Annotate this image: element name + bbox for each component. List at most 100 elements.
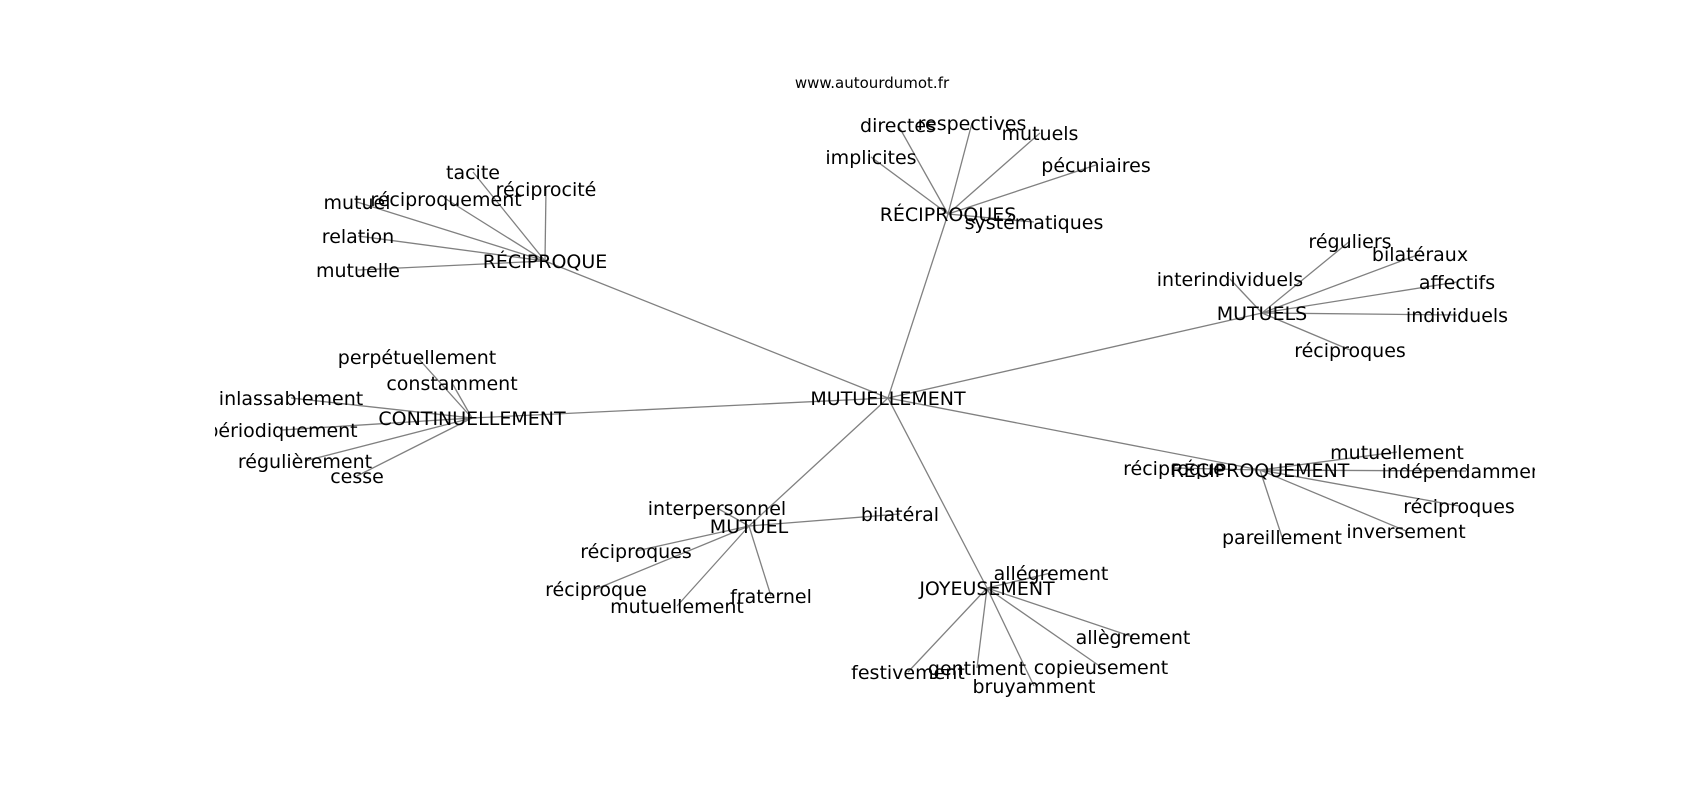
edge-hub-to-leaf: [748, 525, 772, 597]
edge-hub-to-leaf: [947, 213, 1035, 223]
edge-hub-to-leaf: [1259, 451, 1398, 471]
edge-hub-to-leaf: [716, 507, 750, 527]
edge-hub-to-leaf: [472, 171, 546, 262]
hub-node-label: RÉCIPROQUE: [483, 250, 608, 273]
leaf-node-label: relation: [322, 226, 394, 248]
leaf-node-label: festivement: [851, 662, 965, 684]
leaf-node-label: périodiquement: [206, 420, 357, 442]
edge-hub-to-leaf: [1259, 469, 1467, 472]
edge-hub-to-leaf: [947, 164, 1097, 215]
leaf-node-label: indépendamment: [1382, 461, 1551, 483]
edge-hub-to-leaf: [947, 122, 973, 215]
leaf-node-label: réciproquement: [370, 189, 521, 211]
edge-hub-to-leaf: [1173, 467, 1261, 471]
edge-hub-to-leaf: [544, 188, 547, 262]
leaf-node-label: mutuels: [1002, 123, 1079, 145]
leaf-node-label: mutuellement: [610, 596, 744, 618]
leaf-node-label: réciproque: [1123, 458, 1225, 480]
leaf-node-label: réciproque: [545, 579, 647, 601]
leaf-node-label: mutuel: [323, 192, 390, 214]
hub-node-label: RÉCIPROQUEMENT: [1171, 459, 1350, 482]
hub-node-label: MUTUEL: [710, 516, 789, 538]
edge-hub-to-leaf: [1259, 469, 1460, 507]
edge-hub-to-leaf: [676, 525, 750, 607]
leaf-node-label: fraternel: [730, 586, 812, 608]
leaf-node-label: gentiment: [928, 658, 1026, 680]
edge-hub-to-leaf: [748, 513, 901, 527]
edge-hub-to-leaf: [870, 156, 949, 215]
leaf-node-label: cesse: [330, 466, 384, 488]
edge-hub-to-leaf: [986, 572, 1052, 589]
edge-center-to-hub: [887, 397, 988, 589]
leaf-node-label: bruyamment: [973, 676, 1096, 698]
edge-hub-to-leaf: [290, 397, 473, 419]
edge-hub-to-leaf: [445, 198, 546, 262]
edge-hub-to-leaf: [907, 587, 988, 673]
edge-hub-to-leaf: [986, 587, 1134, 638]
edge-hub-to-leaf: [356, 201, 546, 262]
graph-edges: [281, 122, 1467, 687]
edge-hub-to-leaf: [416, 356, 473, 419]
edge-center-to-hub: [887, 312, 1263, 399]
leaf-node-label: régulièrement: [238, 451, 372, 473]
edge-hub-to-leaf: [451, 382, 473, 419]
leaf-node-label: pareillement: [1222, 527, 1342, 549]
leaf-node-label: tacite: [446, 162, 500, 184]
edge-hub-to-leaf: [986, 587, 1035, 687]
leaf-node-label: directes: [860, 115, 936, 137]
edge-hub-to-leaf: [1261, 312, 1458, 316]
edge-hub-to-leaf: [986, 587, 1102, 668]
leaf-node-label: copieusement: [1034, 657, 1168, 679]
edge-center-to-hub: [544, 260, 889, 399]
leaf-node-label: inlassablement: [219, 388, 363, 410]
leaf-node-label: interpersonnel: [648, 498, 786, 520]
edge-hub-to-leaf: [976, 587, 988, 669]
edge-hub-to-leaf: [897, 124, 949, 215]
leaf-node-label: implicites: [825, 147, 916, 169]
edge-hub-to-leaf: [1261, 240, 1351, 314]
edge-hub-to-leaf: [1261, 253, 1421, 314]
edge-hub-to-leaf: [281, 417, 473, 431]
leaf-node-label: pécuniaires: [1041, 155, 1150, 177]
edge-hub-to-leaf: [635, 525, 750, 552]
edge-hub-to-leaf: [357, 235, 546, 262]
leaf-node-label: réciproques: [1403, 496, 1515, 518]
leaf-node-label: réciprocité: [496, 179, 597, 201]
leaf-node-label: interindividuels: [1157, 269, 1303, 291]
edge-hub-to-leaf: [304, 417, 473, 462]
edge-hub-to-leaf: [1259, 469, 1283, 538]
hub-node-label: CONTINUELLEMENT: [378, 408, 566, 430]
edge-hub-to-leaf: [1261, 312, 1351, 351]
leaf-node-label: allégrement: [994, 563, 1109, 585]
edge-hub-to-leaf: [357, 260, 546, 271]
leaf-node-label: systématiques: [965, 212, 1104, 234]
leaf-node-label: inversement: [1346, 521, 1465, 543]
leaf-node-label: constamment: [386, 373, 517, 395]
leaf-node-label: allègrement: [1076, 627, 1191, 649]
leaf-node-label: respectives: [918, 113, 1027, 135]
edge-center-to-hub: [887, 397, 1261, 471]
edge-hub-to-leaf: [1261, 281, 1458, 314]
leaf-node-label: réciproques: [580, 541, 692, 563]
leaf-node-label: affectifs: [1419, 272, 1495, 294]
leaf-node-label: mutuellement: [1330, 442, 1464, 464]
edge-hub-to-leaf: [947, 132, 1041, 215]
watermark-text: www.autourdumot.fr: [795, 74, 950, 92]
leaf-node-label: perpétuellement: [338, 347, 496, 369]
leaf-node-label: mutuelle: [316, 260, 400, 282]
hub-node-label: JOYEUSEMENT: [918, 578, 1055, 600]
edge-hub-to-leaf: [595, 525, 750, 590]
leaf-node-label: bilatéraux: [1372, 244, 1468, 266]
leaf-node-label: réguliers: [1308, 231, 1391, 253]
edge-hub-to-leaf: [1259, 469, 1407, 532]
edge-hub-to-leaf: [356, 417, 473, 477]
leaf-node-label: réciproques: [1294, 340, 1406, 362]
center-node-label: MUTUELLEMENT: [810, 388, 966, 410]
hub-node-label: RÉCIPROQUES: [880, 203, 1017, 226]
leaf-node-label: bilatéral: [861, 504, 939, 526]
edge-center-to-hub: [471, 397, 889, 419]
edge-center-to-hub: [748, 397, 889, 527]
edge-center-to-hub: [887, 213, 949, 399]
